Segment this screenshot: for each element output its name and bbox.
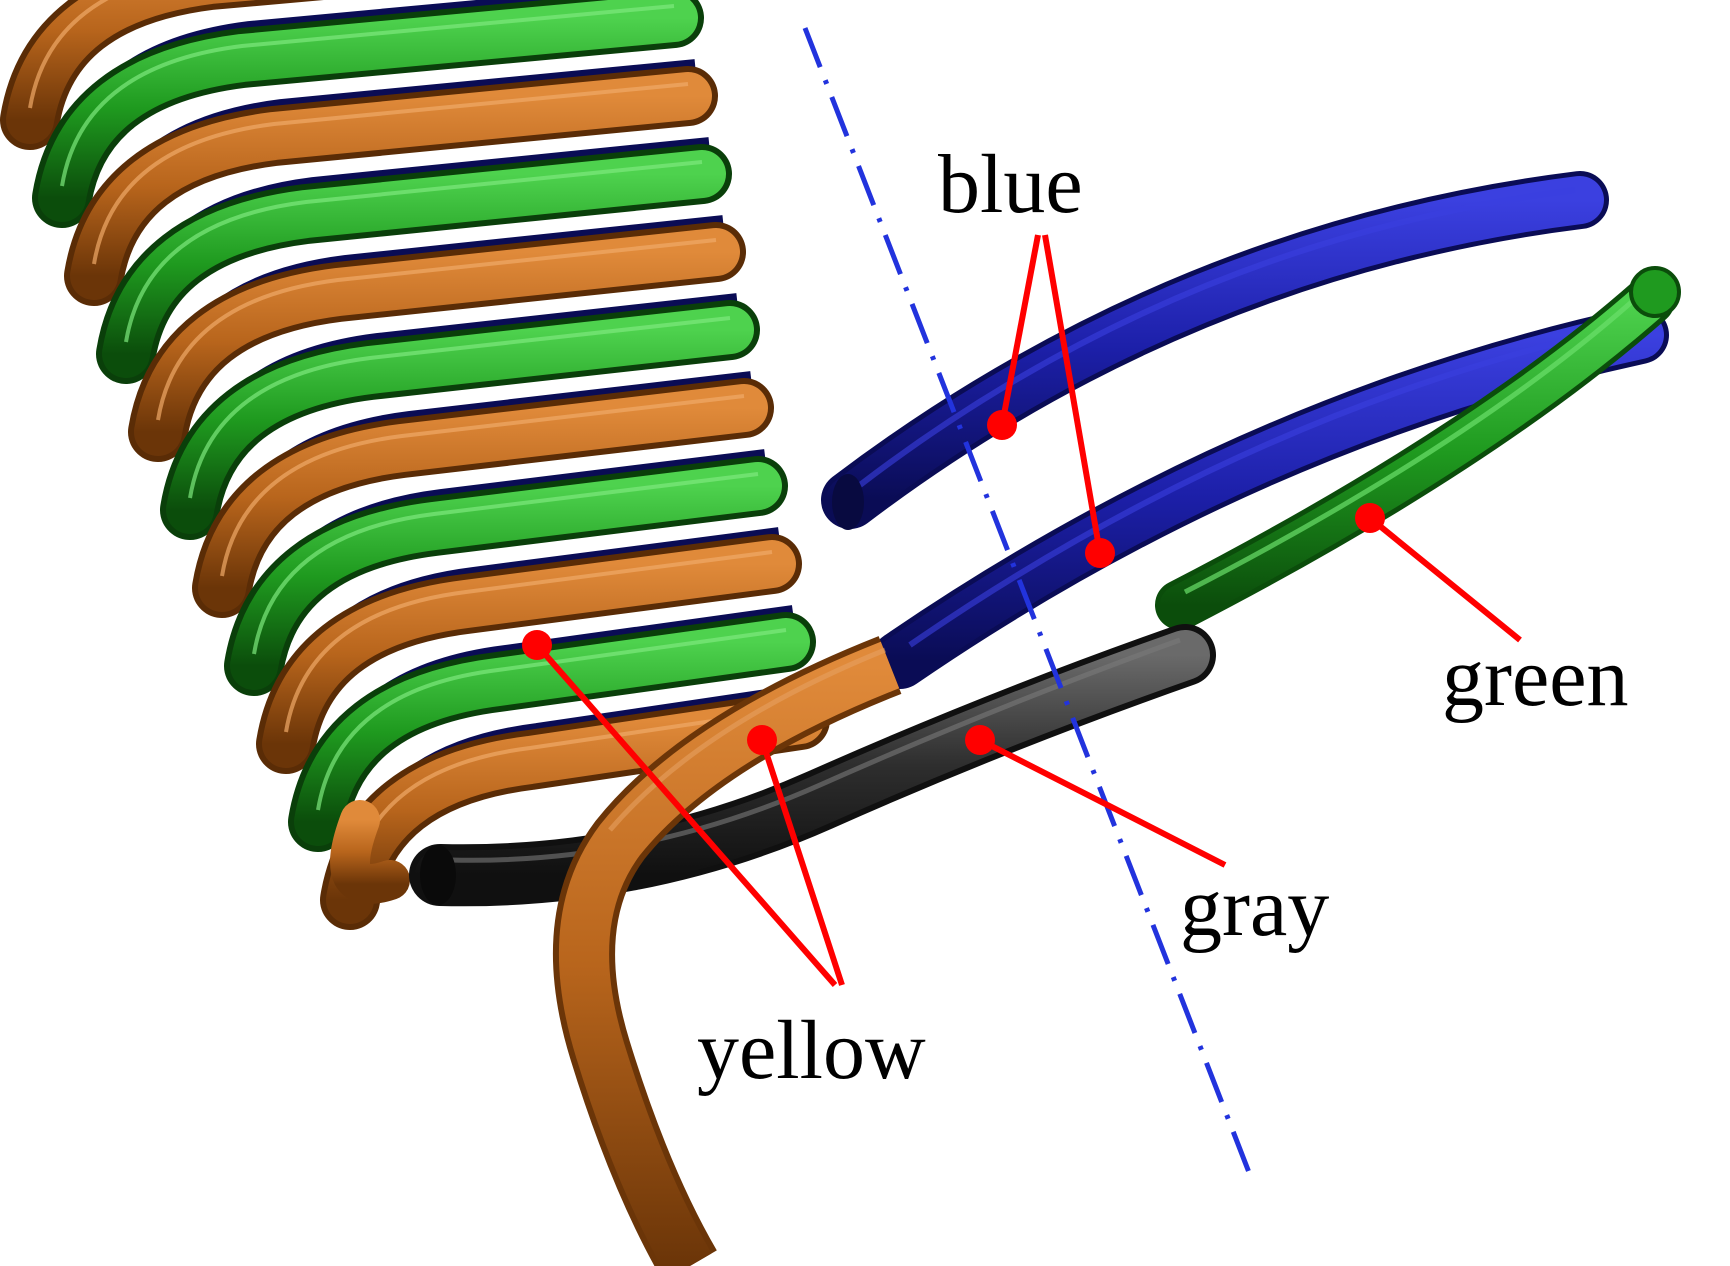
- coil-turn-highlight: [124, 160, 703, 343]
- coil-turn-highlight: [156, 238, 717, 421]
- callout-dots: [522, 410, 1385, 755]
- coil-turn-yellow: [134, 228, 740, 456]
- callout-blue-upper: [999, 234, 1041, 426]
- gray-conductor: [409, 624, 1216, 907]
- coil-turn-yellow: [70, 72, 712, 300]
- coil-turn-green: [166, 306, 754, 534]
- label-gray: gray: [1180, 861, 1329, 954]
- green-conductor-lead: [1155, 266, 1681, 630]
- coil-turn-yellow: [262, 540, 796, 768]
- coil-turn-yellow: [6, 0, 257, 144]
- callout-gray: [978, 737, 1227, 868]
- callout-yellow-lead: [759, 739, 845, 986]
- coil-turn-green: [230, 462, 782, 690]
- coil-turn-green: [102, 150, 726, 378]
- coil-turn-highlight: [28, 0, 109, 109]
- coil-turn-yellow: [198, 384, 768, 612]
- coil-turn-green: [38, 0, 698, 222]
- label-yellow: yellow: [697, 1004, 926, 1097]
- label-green: green: [1442, 631, 1629, 724]
- coil-turn-highlight: [220, 394, 745, 577]
- coil-turn-green: [294, 618, 810, 846]
- coil-turn-highlight: [92, 82, 689, 265]
- coil-turns: [0, 0, 830, 930]
- coil-end-hook: [330, 800, 410, 904]
- axis-line: [802, 27, 1253, 1176]
- coil-turn-highlight: [284, 550, 773, 733]
- callout-dot-yellow-lead: [747, 725, 777, 755]
- coil-turn-highlight: [252, 472, 759, 655]
- callout-dot-yellow-coil: [522, 630, 552, 660]
- coil-turn-highlight: [60, 4, 675, 187]
- callout-blue-lower: [1042, 234, 1103, 554]
- callout-yellow-coil: [534, 643, 838, 987]
- coil-turn-highlight: [316, 628, 787, 811]
- callout-dot-gray: [965, 725, 995, 755]
- callout-dot-green: [1355, 503, 1385, 533]
- callout-dot-blue-upper: [987, 410, 1017, 440]
- label-blue: blue: [938, 138, 1083, 231]
- yellow-conductor-lead: [553, 636, 902, 1266]
- blue-conductor: [821, 171, 1609, 530]
- callout-green: [1368, 515, 1522, 643]
- callout-dot-blue-lower: [1085, 538, 1115, 568]
- callout-lines: [534, 234, 1522, 987]
- coil-turn-highlight: [188, 316, 731, 499]
- blue-conductor-lower: [871, 306, 1669, 689]
